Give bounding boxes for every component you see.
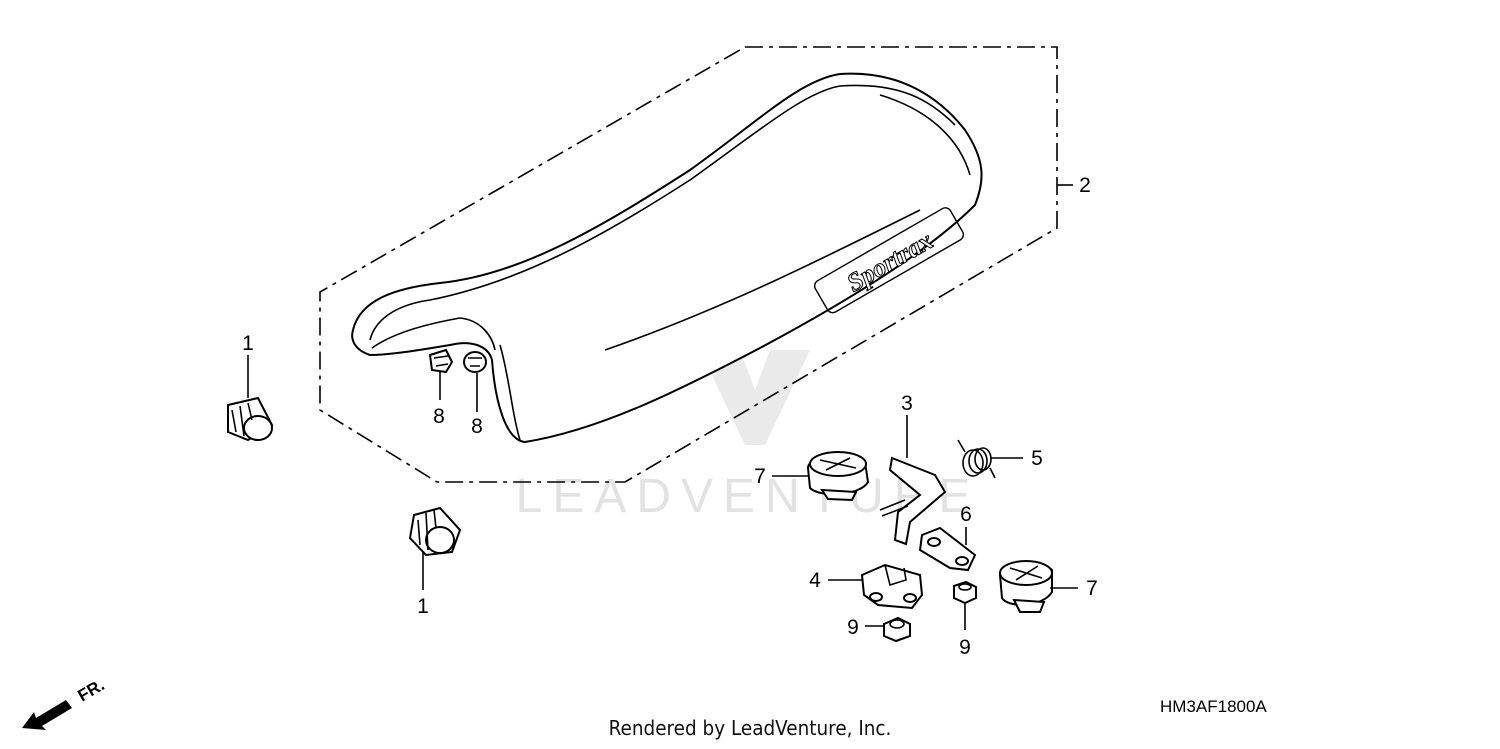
- part-1-grommet-lower[interactable]: [408, 506, 462, 557]
- watermark-text: LEADVENTURE: [516, 470, 981, 523]
- callout-9-right: 9: [959, 636, 971, 659]
- callout-4: 4: [809, 569, 821, 592]
- callout-6: 6: [960, 503, 972, 526]
- callout-5: 5: [1031, 447, 1043, 470]
- callout-1-upper: 1: [242, 332, 254, 355]
- callout-1-lower: 1: [417, 595, 429, 618]
- part-4-bracket[interactable]: [860, 563, 924, 610]
- part-8-clip-b[interactable]: [463, 351, 487, 373]
- callout-2: 2: [1079, 174, 1091, 197]
- part-3-seat-hook[interactable]: [879, 456, 947, 546]
- seat-assembly[interactable]: [351, 72, 983, 444]
- part-1-grommet-upper[interactable]: [227, 396, 274, 442]
- callout-7-left: 7: [754, 465, 766, 488]
- part-8-clip-a[interactable]: [428, 348, 454, 374]
- part-7-cap-right[interactable]: [998, 560, 1053, 613]
- callout-8-right: 8: [471, 415, 483, 438]
- part-9-nut-right[interactable]: [953, 580, 977, 605]
- callout-7-right: 7: [1086, 577, 1098, 600]
- part-5-spring[interactable]: [957, 439, 996, 479]
- assembly-boundary: [319, 46, 1058, 483]
- callout-8-left: 8: [433, 405, 445, 428]
- callout-9-left: 9: [847, 616, 859, 639]
- part-6-plate[interactable]: [918, 526, 977, 572]
- callout-3: 3: [901, 392, 913, 415]
- part-7-cap-left[interactable]: [806, 451, 870, 502]
- front-indicator-text: FR.: [75, 675, 108, 705]
- footer-credit: Rendered by LeadVenture, Inc.: [608, 716, 892, 740]
- leader-lines: [247, 184, 1078, 630]
- part-9-nut-left[interactable]: [883, 616, 911, 643]
- diagram-code: HM3AF1800A: [1160, 697, 1267, 716]
